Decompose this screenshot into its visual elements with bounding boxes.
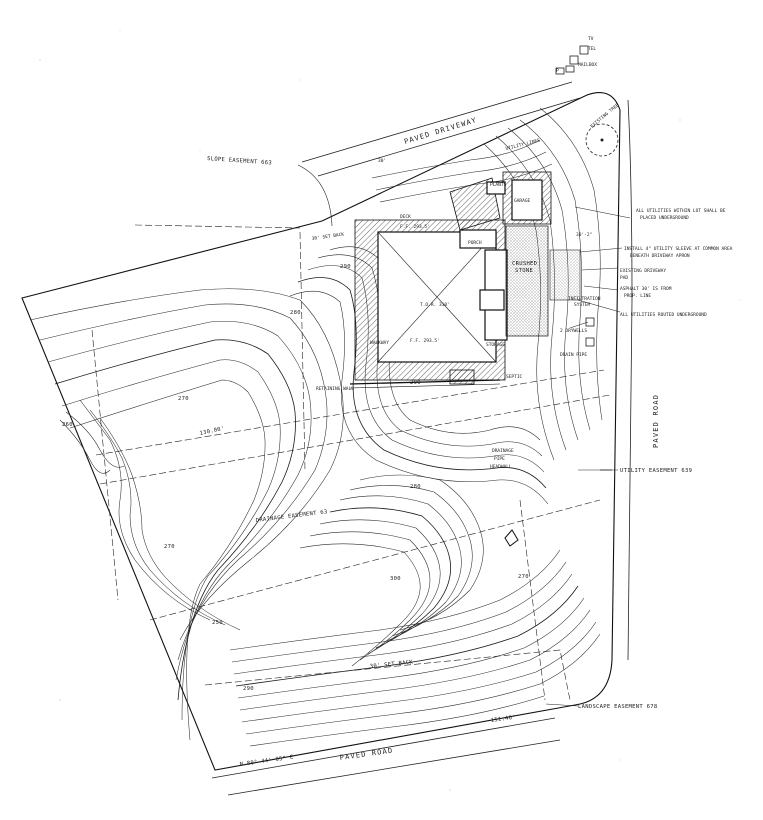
utility-posts [555, 45, 589, 75]
elevation-label-280b: 280 [410, 484, 421, 490]
drywells-label: 2 DRYWELLS [560, 328, 587, 334]
top-of-ridge-label: T.O.R. 310' [420, 302, 450, 308]
slope-easement-label: SLOPE EASEMENT 663 [207, 156, 272, 167]
elevation-label-270: 270 [178, 396, 189, 402]
existing-tree-label: EXISTING TREE [589, 102, 620, 129]
driveway-pad [549, 249, 581, 301]
crushed-stone-line1: CRUSHED [512, 261, 537, 267]
elevation-label-260: 260 [62, 422, 73, 428]
leader-lines [297, 164, 631, 707]
headwall [504, 529, 519, 547]
walkway-label: WALKWAY [370, 340, 389, 346]
setback-label: 30' SET BACK [370, 659, 414, 670]
tel-label: TEL [588, 46, 596, 52]
easement-lines [91, 224, 611, 701]
utility-lines-label: UTILITY LINES [505, 138, 541, 152]
elevation-label-280a: 280 [290, 310, 301, 316]
bearing-label: N 80° 44' 05" E [239, 754, 293, 767]
property-boundary [21, 92, 621, 771]
deck-label: DECK [400, 214, 411, 220]
retaining-wall-label: RETAINING WALL [316, 386, 354, 392]
contour-lines [29, 107, 603, 747]
utilities-routed-label: ALL UTILITIES ROUTED UNDERGROUND [620, 312, 707, 318]
drainage-easement-label: DRAINAGE EASEMENT 63 [256, 509, 328, 524]
set-back-top-label: 30' SET BACK [311, 231, 344, 242]
tv-label: TV [588, 36, 594, 42]
drain-pipe-label: DRAIN PIPE [560, 352, 587, 358]
garage-label: GARAGE [514, 198, 531, 204]
asphalt-line2: PROP. LINE [624, 293, 651, 299]
utility-easement-label: UTILITY EASEMENT 639 [620, 468, 692, 474]
elevation-label-290b: 290 [243, 686, 254, 692]
house-footprint [354, 219, 508, 381]
p-label: P [556, 68, 559, 74]
dim-right-label: 30'-2" [576, 232, 592, 238]
elevation-label-250: 250 [212, 620, 223, 626]
crushed-stone-line2: STONE [515, 268, 533, 274]
landscape-easement-label: LANDSCAPE EASEMENT 678 [578, 704, 657, 710]
storage-label: STORAGE [486, 342, 505, 348]
paved-road-bottom-lines [211, 717, 561, 796]
paved-road-right-label: PAVED ROAD [652, 394, 660, 448]
drainage-headwall-line1: DRAINAGE [492, 448, 514, 454]
ff-upper-label: F.F. 293.5' [400, 224, 430, 230]
elevation-label-300: 300 [390, 576, 401, 582]
porch-label: PORCH [468, 240, 482, 246]
mailbox-label: MAILBOX [578, 62, 597, 68]
paved-driveway-lines [301, 81, 581, 177]
elevation-label-290c: 290 [340, 264, 351, 270]
existing-driveway-line1: EXISTING DRIVEWAY [620, 268, 666, 274]
existing-tree [585, 123, 619, 157]
drywells [585, 317, 595, 347]
drainage-headwall-line2: PIPE [494, 456, 505, 462]
septic-label: SEPTIC [506, 374, 523, 380]
garage-structure [449, 171, 552, 231]
crushed-stone-area [505, 225, 549, 337]
elevation-label-270b: 270 [164, 544, 175, 550]
install-sleeve-line1: INSTALL 4" UTILITY SLEEVE AT COMMON AREA [624, 246, 733, 252]
utilities-underground-line1: ALL UTILITIES WITHIN LOT SHALL BE [636, 208, 726, 214]
plants-label: PLANTS [490, 182, 507, 188]
paper-speckle [39, 29, 741, 791]
distance-bottom-label: 151.46' [490, 715, 516, 724]
infiltration-line2: SYSTEM [574, 302, 591, 308]
infiltration-line1: INFILTRATION [568, 296, 601, 302]
asphalt-line1: ASPHALT 30' IS FROM [620, 286, 672, 292]
paved-road-bottom-label: PAVED ROAD [339, 747, 394, 762]
distance-left-label: 130.00' [199, 426, 225, 437]
install-sleeve-line2: BENEATH DRIVEWAY APRON [630, 253, 690, 259]
dim-top-label: 30' [378, 158, 386, 164]
drainage-headwall-line3: HEADWALL [490, 464, 512, 470]
utilities-underground-line2: PLACED UNDERGROUND [640, 215, 689, 221]
fin-floor-label: F.F. 293.5' [410, 338, 440, 344]
existing-driveway-line2: PAD [620, 275, 628, 281]
elevation-label-270c: 270 [518, 574, 529, 580]
elevation-label-290: 290 [410, 380, 421, 386]
retaining-wall [349, 369, 501, 389]
